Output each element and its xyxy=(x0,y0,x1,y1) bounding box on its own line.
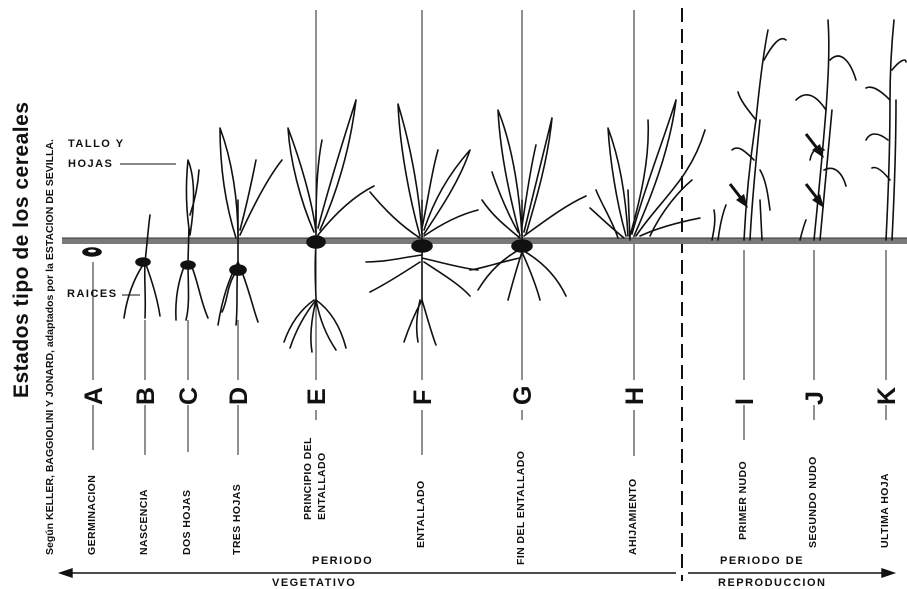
stage-name-e-1: PRINCIPIO DEL xyxy=(302,437,314,520)
stage-letter-c: C xyxy=(175,387,204,405)
label-tallo-y: TALLO Y xyxy=(68,138,125,150)
period-vegetative-bottom: VEGETATIVO xyxy=(272,577,356,589)
stage-letter-j: J xyxy=(801,391,830,405)
plant-e xyxy=(284,100,374,352)
stage-letter-i: I xyxy=(731,398,760,405)
stage-name-h: AHIJAMIENTO xyxy=(627,478,639,555)
plants xyxy=(83,20,906,352)
stage-letter-d: D xyxy=(225,387,254,405)
period-arrows xyxy=(60,569,894,577)
stage-name-c: DOS HOJAS xyxy=(181,490,193,555)
stage-letter-b: B xyxy=(132,387,161,405)
stage-letter-f: F xyxy=(409,390,438,405)
period-vegetative-top: PERIODO xyxy=(312,555,373,567)
stage-name-e-2: ENTALLADO xyxy=(316,452,328,520)
label-raices: RAICES xyxy=(67,288,118,300)
stage-letter-a: A xyxy=(80,387,109,405)
period-reproduction-bottom: REPRODUCCION xyxy=(718,577,826,589)
plant-d xyxy=(218,128,282,325)
stage-name-k: ULTIMA HOJA xyxy=(879,473,891,548)
stage-name-d: TRES HOJAS xyxy=(231,484,243,555)
plant-b xyxy=(124,215,160,318)
stage-name-j: SEGUNDO NUDO xyxy=(807,456,819,548)
stage-letter-k: K xyxy=(873,387,902,405)
plant-h xyxy=(590,100,705,240)
stage-name-a: GERMINACION xyxy=(86,475,98,555)
stage-letter-e: E xyxy=(303,388,332,405)
node-arrows xyxy=(730,134,824,208)
stage-name-g: FIN DEL ENTALLADO xyxy=(515,451,527,565)
plant-j xyxy=(796,20,856,240)
stage-letter-h: H xyxy=(621,387,650,405)
period-reproduction-top: PERIODO DE xyxy=(720,555,804,567)
plant-a xyxy=(83,248,101,256)
label-hojas: HOJAS xyxy=(68,158,113,170)
diagram-subtitle: Según KELLER, BAGGIOLINI Y JONARD, adapt… xyxy=(44,139,56,555)
plant-i xyxy=(712,30,786,240)
stage-letter-g: G xyxy=(509,386,538,405)
stage-name-f: ENTALLADO xyxy=(415,480,427,548)
diagram-title: Estados tipo de los cereales xyxy=(10,102,34,398)
stage-name-b: NASCENCIA xyxy=(138,489,150,555)
plant-g xyxy=(470,110,586,300)
stage-name-i: PRIMER NUDO xyxy=(737,461,749,540)
plant-k xyxy=(866,20,906,240)
stage-lines xyxy=(93,10,886,456)
